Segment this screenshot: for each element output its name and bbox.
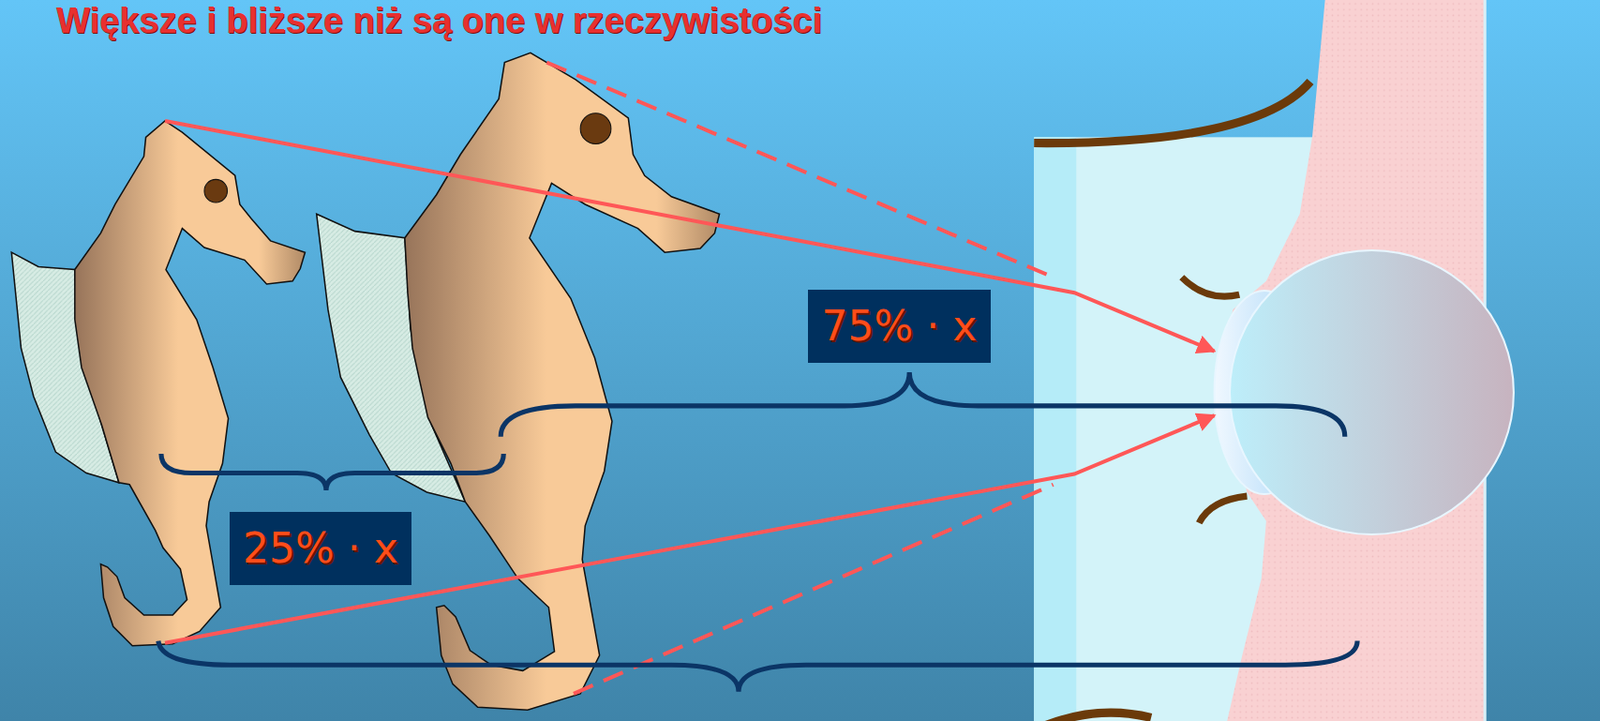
distance-brace	[158, 641, 1358, 692]
value-label-box: 75% · x	[807, 289, 990, 363]
seahorse-near	[404, 52, 720, 710]
distance-brace	[161, 453, 504, 491]
distance-brace	[500, 372, 1346, 437]
lip-line	[1033, 712, 1152, 721]
virtual-ray	[573, 484, 1054, 694]
light-ray	[164, 415, 1215, 643]
seahorse-eye	[580, 113, 612, 145]
light-ray	[164, 120, 1215, 352]
eyelid-upper	[1181, 277, 1240, 297]
glass-edge	[1033, 136, 1077, 721]
distance-label: 25% · x	[242, 524, 399, 573]
distance-label: 75% · x	[822, 302, 978, 351]
slide-title: Większe i bliższe niż są one w rzeczywis…	[56, 0, 823, 42]
brow-line	[1033, 81, 1311, 144]
seahorse-eye	[204, 179, 228, 203]
eyeball	[1229, 250, 1514, 535]
eyelid-lower	[1198, 495, 1247, 524]
virtual-ray	[546, 62, 1053, 278]
value-label-box: 25% · x	[229, 511, 412, 585]
